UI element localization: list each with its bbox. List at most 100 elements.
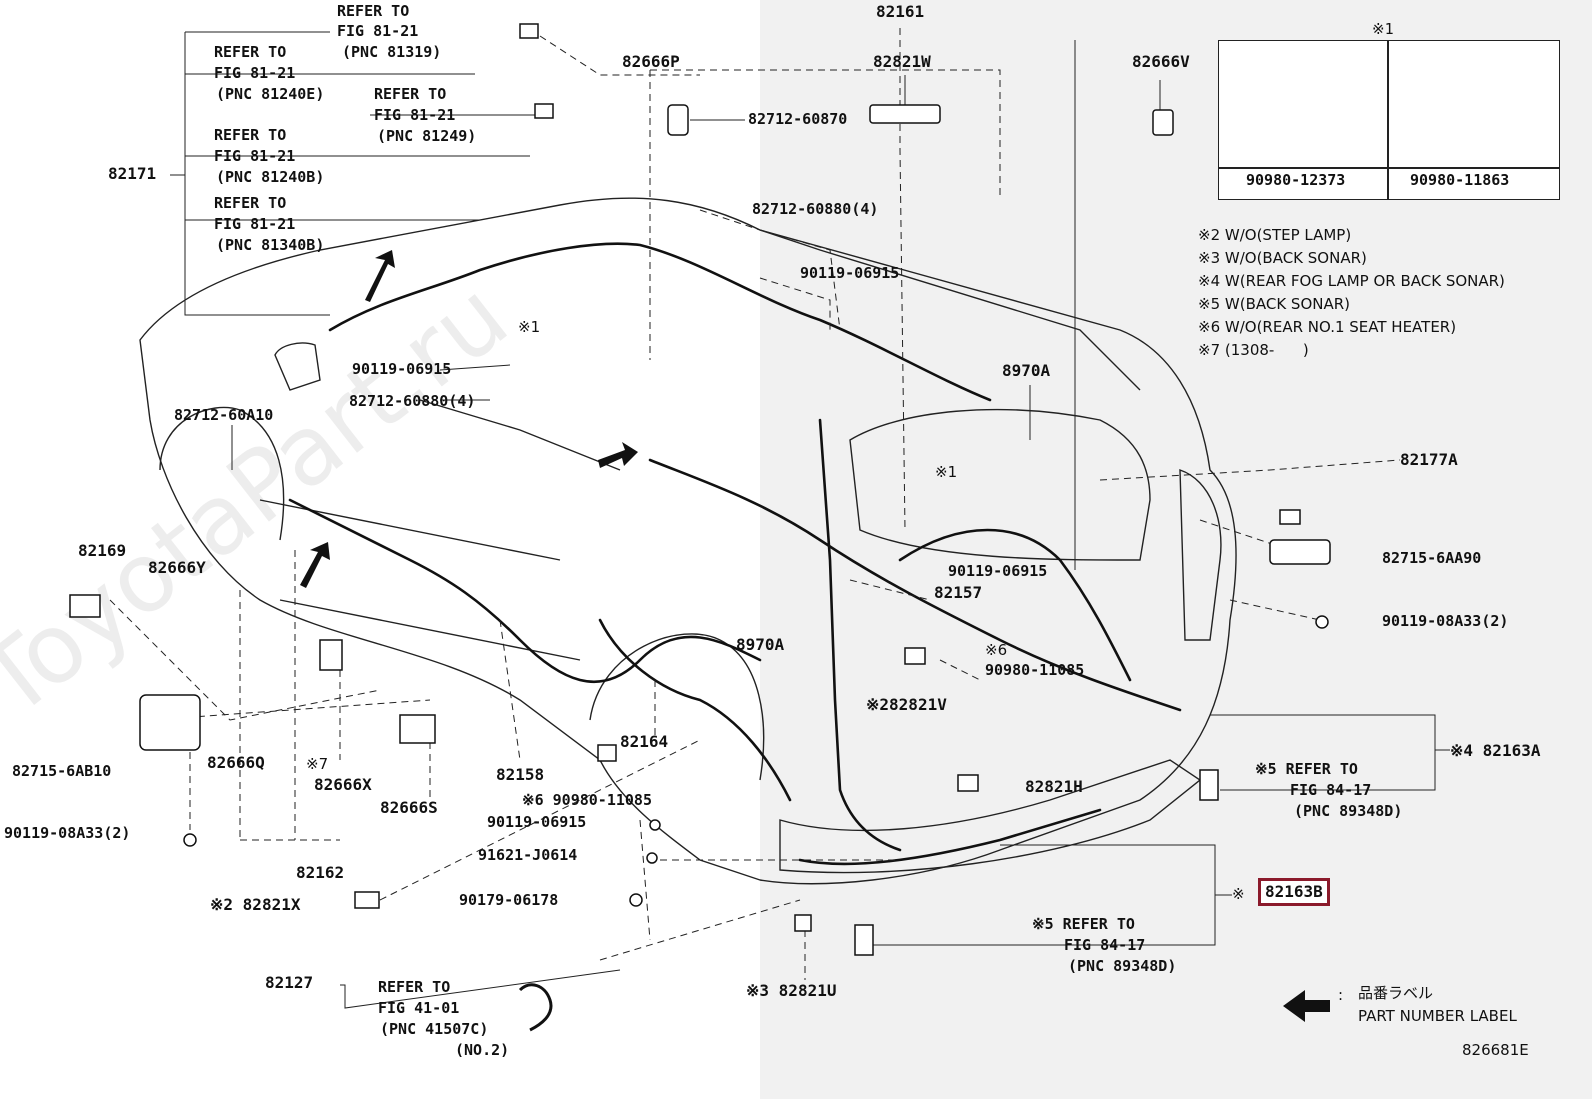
callout-82821U[interactable]: ※3 82821U (746, 981, 837, 1000)
callout-90119-08A33-left[interactable]: 90119-08A33(2) (4, 824, 131, 842)
bracket-82127 (340, 969, 621, 1009)
leader-82169 (109, 599, 381, 721)
leader-82712-60880b (439, 364, 511, 401)
bracket-82163B (870, 844, 1232, 946)
callout-90119-08A33-right[interactable]: 90119-08A33(2) (1382, 612, 1509, 630)
bolt-90119-08A33-right (1315, 615, 1329, 629)
refer-89348D-b-line2[interactable]: FIG 84-17 (1064, 936, 1146, 954)
label-arrow-2 (598, 442, 638, 468)
bracket-82715-6AB10 (139, 694, 201, 751)
refer-81319-line3: (PNC 81319) (342, 43, 442, 61)
harness-82127 (518, 983, 553, 1032)
callout-82821H[interactable]: 82821H (1025, 777, 1083, 796)
callout-82821W[interactable]: 82821W (873, 52, 931, 71)
note-3: ※3 W/O(BACK SONAR) (1198, 249, 1367, 267)
callout-82666P[interactable]: 82666P (622, 52, 680, 71)
callout-82821V[interactable]: ※282821V (866, 695, 947, 714)
callout-82666V[interactable]: 82666V (1132, 52, 1190, 71)
connector-82163A (1199, 769, 1219, 801)
clip-82821W (869, 104, 941, 124)
refer-89348D-b-line1: ※5 REFER TO (1032, 915, 1135, 933)
connector-82169 (69, 594, 101, 618)
callout-82712-60880-a[interactable]: 82712-60880(4) (752, 200, 879, 218)
inset-left-part[interactable]: 90980-12373 (1246, 171, 1346, 189)
floor-harness (598, 618, 792, 802)
callout-82712-60870[interactable]: 82712-60870 (748, 110, 848, 128)
callout-82163B-highlighted[interactable]: 82163B (1258, 878, 1330, 906)
legend-en-label: PART NUMBER LABEL (1358, 1007, 1517, 1025)
callout-82169[interactable]: 82169 (78, 541, 127, 560)
leader-90119-a (759, 277, 831, 330)
callout-82666X[interactable]: 82666X (314, 775, 372, 794)
leader-82715-6AB10 (149, 699, 431, 830)
callout-90119-06915-c[interactable]: 90119-06915 (948, 562, 1048, 580)
refer-89348D-a-line2[interactable]: FIG 84-17 (1290, 781, 1372, 799)
side-mirror (274, 342, 321, 391)
connector-82158 (597, 744, 617, 762)
inset-right-part[interactable]: 90980-11863 (1410, 171, 1510, 189)
roof-harness (328, 242, 992, 402)
callout-82127[interactable]: 82127 (265, 973, 314, 992)
callout-90119-06915-b[interactable]: 90119-06915 (352, 360, 452, 378)
clip-top-2 (534, 103, 554, 119)
callout-82715-6AB10[interactable]: 82715-6AB10 (12, 762, 112, 780)
refer-81340B-line2[interactable]: FIG 81-21 (214, 215, 296, 233)
rear-wheel-arch (589, 633, 765, 781)
legend-ja-label: 品番ラベル (1358, 984, 1434, 1002)
connector-82821U (794, 914, 812, 932)
refer-81240E-line2[interactable]: FIG 81-21 (214, 64, 296, 82)
callout-82157[interactable]: 82157 (934, 583, 983, 602)
legend-colon: : (1338, 986, 1344, 1004)
note-5: ※5 W(BACK SONAR) (1198, 295, 1351, 313)
rear-window (849, 408, 1151, 561)
mark-1-b: ※1 (935, 463, 958, 481)
callout-82666Y[interactable]: 82666Y (148, 558, 206, 577)
note-6: ※6 W/O(REAR NO.1 SEAT HEATER) (1198, 318, 1457, 336)
callout-82712-60880-b[interactable]: 82712-60880(4) (349, 392, 476, 410)
callout-90980-11085-b[interactable]: ※6 90980-11085 (522, 791, 652, 809)
notes-list: ※2 W/O(STEP LAMP) ※3 W/O(BACK SONAR) ※4 … (1198, 228, 1505, 366)
lower-harness (798, 808, 1102, 866)
rear-harness (648, 458, 1182, 712)
side-harness (288, 498, 762, 684)
callout-90980-11085-a[interactable]: 90980-11085 (985, 661, 1085, 679)
leader-82666Q (239, 550, 340, 841)
connector-82163B (854, 924, 874, 956)
refer-81319-line2[interactable]: FIG 81-21 (337, 22, 419, 40)
label-arrow-1 (365, 250, 395, 302)
refer-81249-line2[interactable]: FIG 81-21 (374, 106, 456, 124)
callout-8970A-b[interactable]: 8970A (736, 635, 785, 654)
callout-90119-06915-d[interactable]: 90119-06915 (487, 813, 587, 831)
refer-41507C-line3: (PNC 41507C) (380, 1020, 489, 1038)
callout-90119-06915-a[interactable]: 90119-06915 (800, 264, 900, 282)
nut-90179-06178 (629, 893, 643, 907)
leader-82666X (339, 670, 431, 800)
refer-81240B-line2[interactable]: FIG 81-21 (214, 147, 296, 165)
callout-91621-J0614[interactable]: 91621-J0614 (478, 846, 578, 864)
rear-bumper (779, 759, 1202, 874)
callout-82158[interactable]: 82158 (496, 765, 545, 784)
backdoor-harness (898, 528, 1132, 682)
refer-89348D-b-line3: (PNC 89348D) (1068, 957, 1177, 975)
callout-82666Q[interactable]: 82666Q (207, 753, 265, 772)
callout-82164[interactable]: 82164 (620, 732, 669, 751)
refer-81240B-line3: (PNC 81240B) (216, 168, 325, 186)
callout-82712-60A10[interactable]: 82712-60A10 (174, 406, 274, 424)
callout-82162[interactable]: 82162 (296, 863, 345, 882)
callout-82177A[interactable]: 82177A (1400, 450, 1458, 469)
refer-81249-line1: REFER TO (374, 85, 447, 103)
bolt-91621-J0614 (646, 852, 658, 864)
callout-82171[interactable]: 82171 (108, 164, 157, 183)
callout-8970A-a[interactable]: 8970A (1002, 361, 1051, 380)
callout-82666S[interactable]: 82666S (380, 798, 438, 817)
callout-82163A[interactable]: ※4 82163A (1450, 741, 1541, 760)
leader-82157 (849, 579, 931, 601)
mark-82163B: ※ (1232, 885, 1245, 903)
callout-82715-6AA90[interactable]: 82715-6AA90 (1382, 549, 1482, 567)
refer-41507C-line2[interactable]: FIG 41-01 (378, 999, 460, 1017)
callout-82821X[interactable]: ※2 82821X (210, 895, 301, 914)
connector-82666S (399, 714, 436, 744)
callout-90179-06178[interactable]: 90179-06178 (459, 891, 559, 909)
callout-82161[interactable]: 82161 (876, 2, 925, 21)
